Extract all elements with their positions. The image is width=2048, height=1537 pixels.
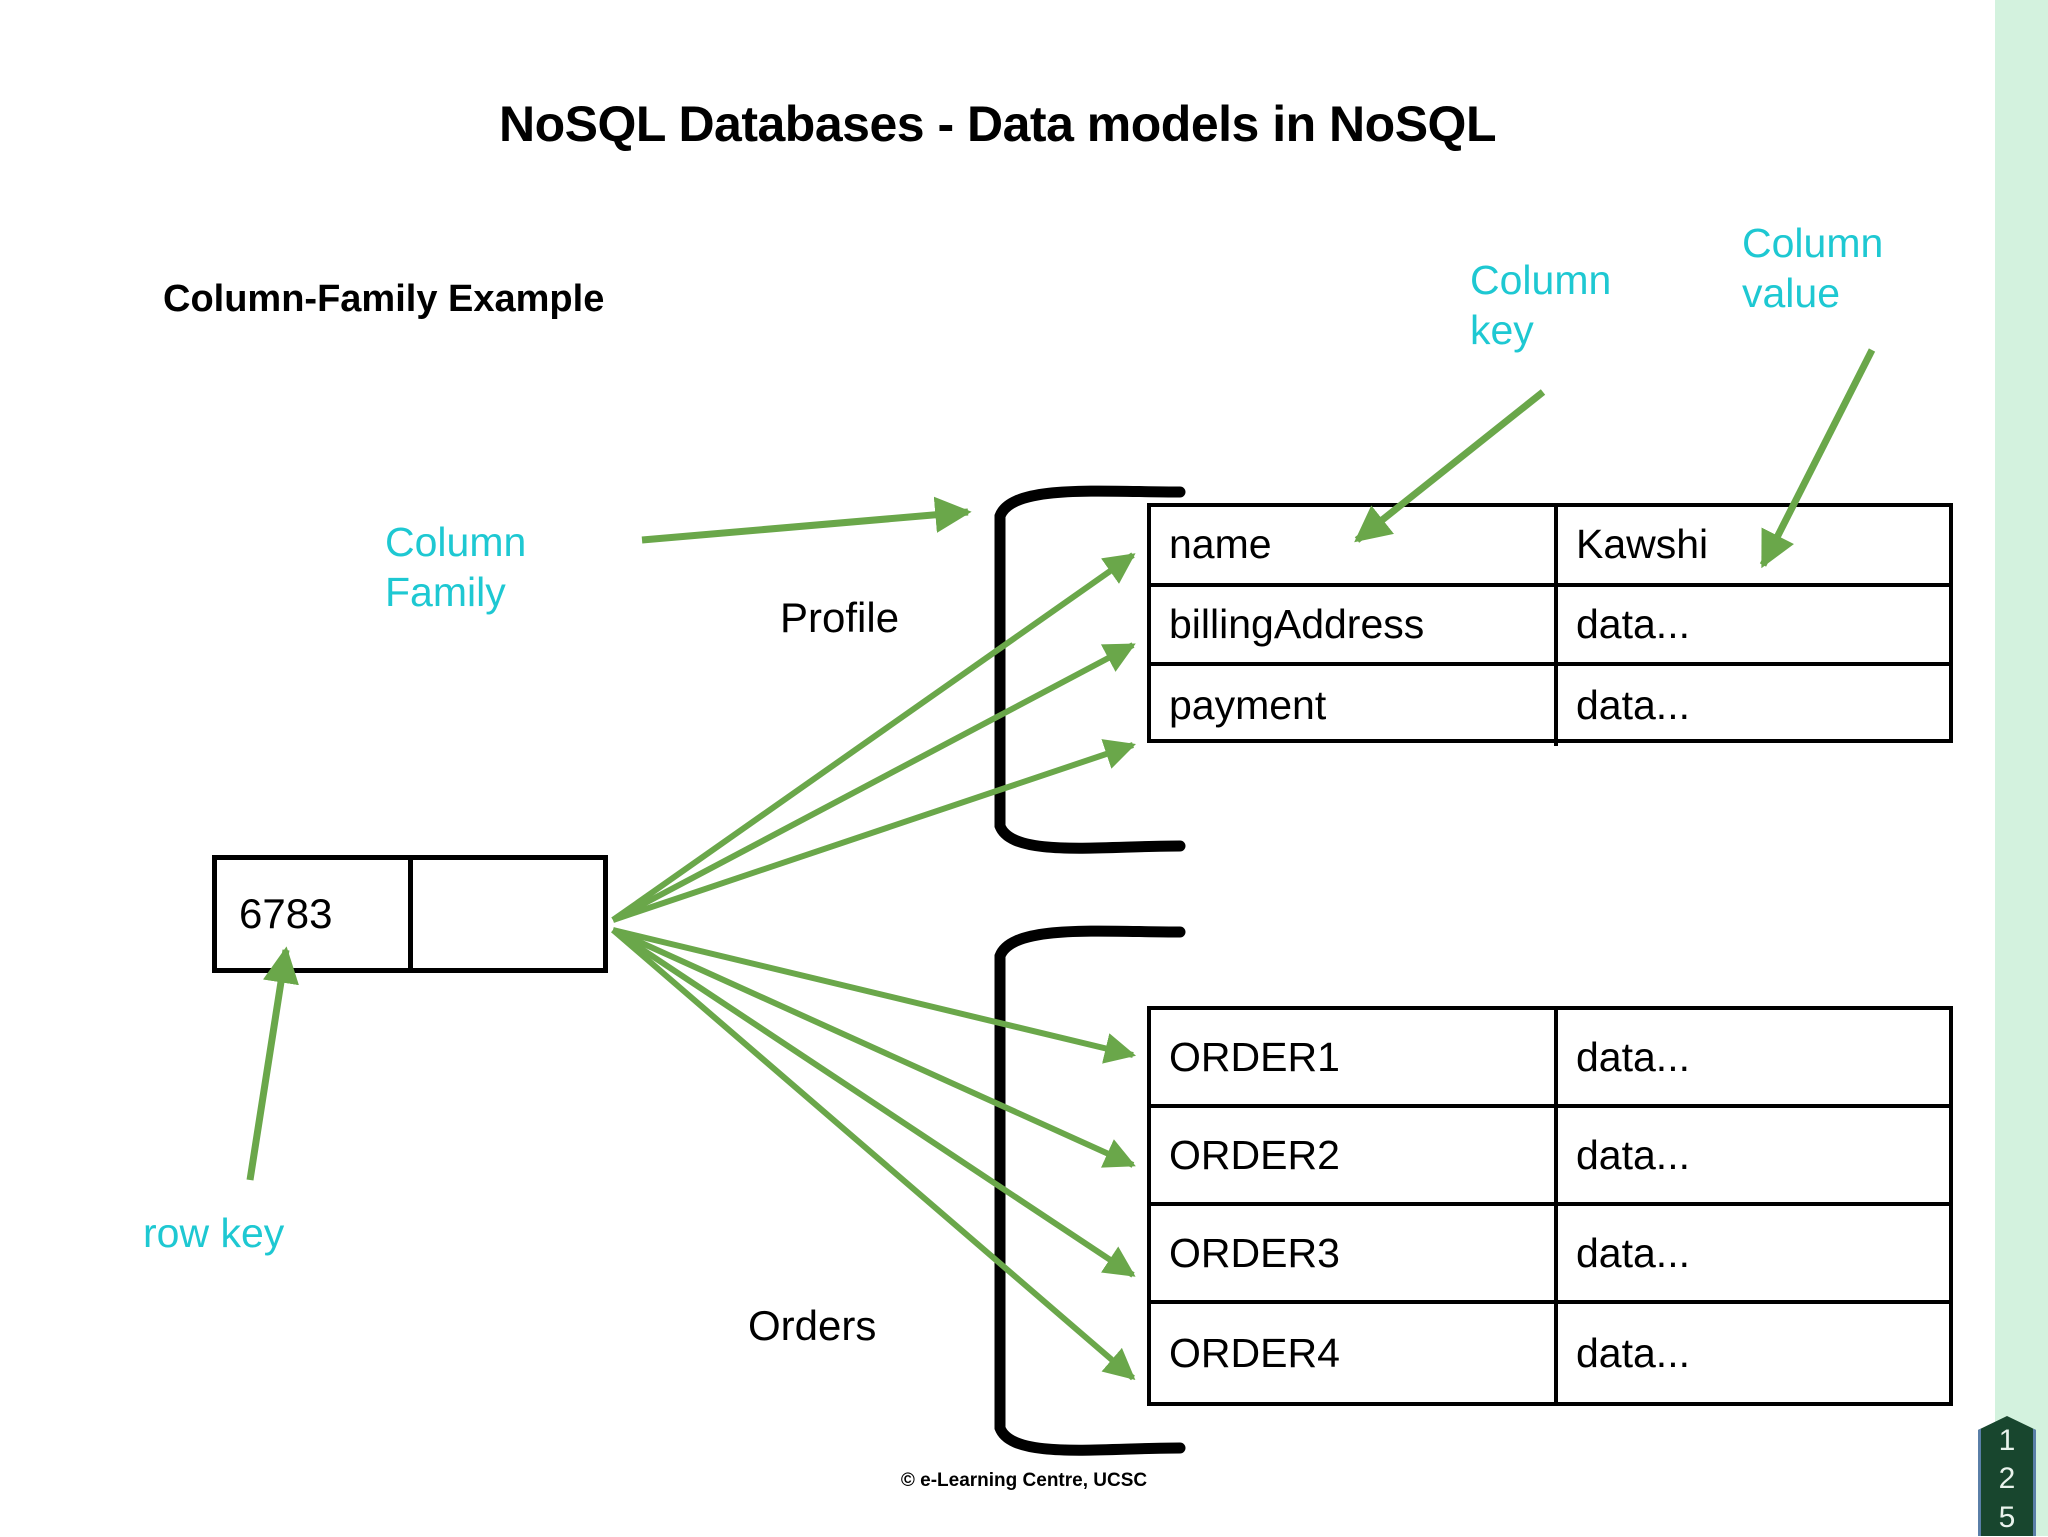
table-row: payment data... [1151, 666, 1949, 746]
arrow-column-family [641, 496, 972, 544]
row-key-value: 6783 [217, 860, 413, 968]
column-value-cell: data... [1576, 600, 1690, 647]
column-value-cell: data... [1576, 1229, 1690, 1276]
arrow-to-orders-row-3 [611, 927, 1136, 1278]
table-orders: ORDER1 data... ORDER2 data... ORDER3 dat… [1147, 1006, 1953, 1406]
column-key-cell: ORDER1 [1151, 1010, 1558, 1104]
table-row: ORDER1 data... [1151, 1010, 1949, 1108]
page-number-badge: 1 2 5 [1978, 1416, 2036, 1536]
copyright-footer: © e-Learning Centre, UCSC [900, 1470, 1148, 1491]
page-digit-3: 5 [1998, 1500, 2016, 1534]
table-row: billingAddress data... [1151, 586, 1949, 666]
arrow-row-key [246, 946, 299, 1181]
arrow-to-orders-row-1 [612, 927, 1137, 1064]
column-key-cell: ORDER4 [1151, 1304, 1558, 1402]
family-label-orders: Orders [748, 1302, 877, 1349]
arrow-to-profile-row-2 [611, 642, 1136, 923]
annotation-column-family: Column Family [385, 519, 527, 616]
column-key-cell: billingAddress [1151, 586, 1558, 662]
column-key-cell: ORDER3 [1151, 1206, 1558, 1300]
column-value-cell: data... [1576, 1329, 1690, 1376]
arrow-to-orders-row-2 [611, 927, 1136, 1168]
family-label-profile: Profile [780, 594, 900, 641]
column-value-cell: data... [1576, 682, 1690, 729]
page-digit-2: 2 [1998, 1462, 2016, 1496]
row-key-empty-cell [413, 860, 604, 968]
arrow-to-profile-row-3 [612, 739, 1136, 923]
table-row: name Kawshi [1151, 507, 1949, 587]
annotation-row-key: row key [143, 1210, 285, 1256]
section-heading: Column-Family Example [163, 278, 605, 320]
table-row: ORDER4 data... [1151, 1304, 1949, 1402]
table-row: ORDER2 data... [1151, 1108, 1949, 1206]
column-value-cell: Kawshi [1576, 521, 1709, 568]
annotation-column-key: Column key [1470, 257, 1612, 354]
table-profile: name Kawshi billingAddress data... payme… [1147, 503, 1953, 746]
column-key-cell: payment [1151, 666, 1558, 746]
table-row: ORDER3 data... [1151, 1206, 1949, 1304]
column-key-cell: name [1151, 507, 1558, 583]
page-title: NoSQL Databases - Data models in NoSQL [499, 96, 1496, 152]
page-digit-1: 1 [1998, 1424, 2016, 1457]
column-key-cell: ORDER2 [1151, 1108, 1558, 1202]
column-value-cell: data... [1576, 1033, 1690, 1080]
right-mint-band [1995, 0, 2048, 1536]
annotation-column-value: Column value [1742, 220, 1884, 317]
row-key-box: 6783 [212, 855, 608, 973]
column-value-cell: data... [1576, 1131, 1690, 1178]
